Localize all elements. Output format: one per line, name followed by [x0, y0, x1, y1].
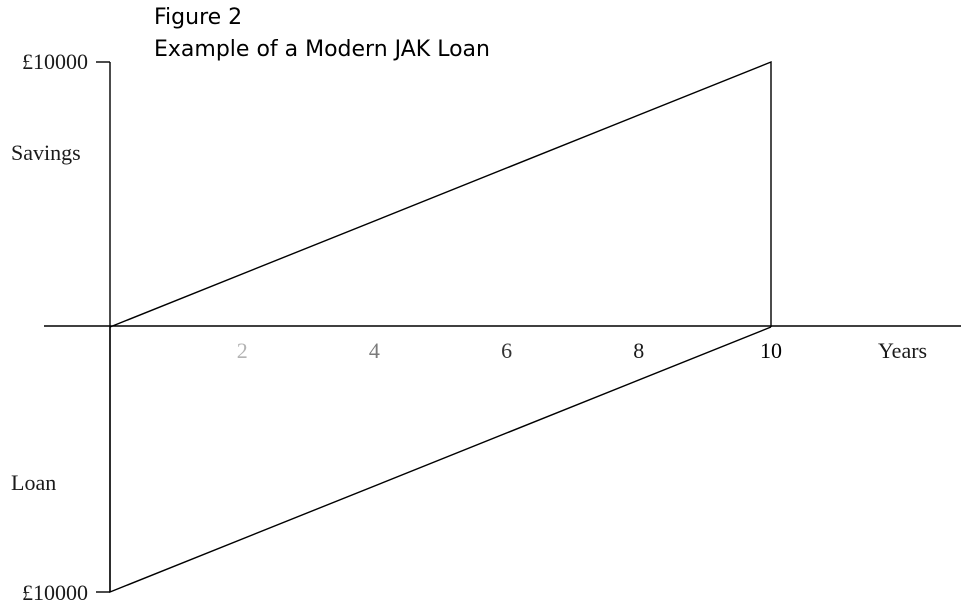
x-axis-label: Years — [878, 338, 927, 363]
x-tick-label-2: 2 — [237, 338, 248, 363]
y-tick-label-bottom: £10000 — [22, 580, 88, 602]
series-line-savings — [109, 60, 772, 328]
x-tick-label-6: 6 — [501, 338, 512, 363]
series-layer — [109, 60, 772, 594]
series-line-loan — [109, 326, 772, 594]
savings-label: Savings — [11, 140, 81, 165]
x-tick-label-4: 4 — [369, 338, 380, 363]
x-tick-labels: 2 4 6 8 10 — [237, 338, 782, 363]
loan-label: Loan — [11, 470, 56, 495]
y-tick-label-top: £10000 — [22, 49, 88, 74]
x-tick-label-8: 8 — [633, 338, 644, 363]
chart-subtitle: Example of a Modern JAK Loan — [154, 37, 490, 62]
chart-title: Figure 2 — [154, 5, 242, 30]
x-tick-label-10: 10 — [760, 338, 782, 363]
